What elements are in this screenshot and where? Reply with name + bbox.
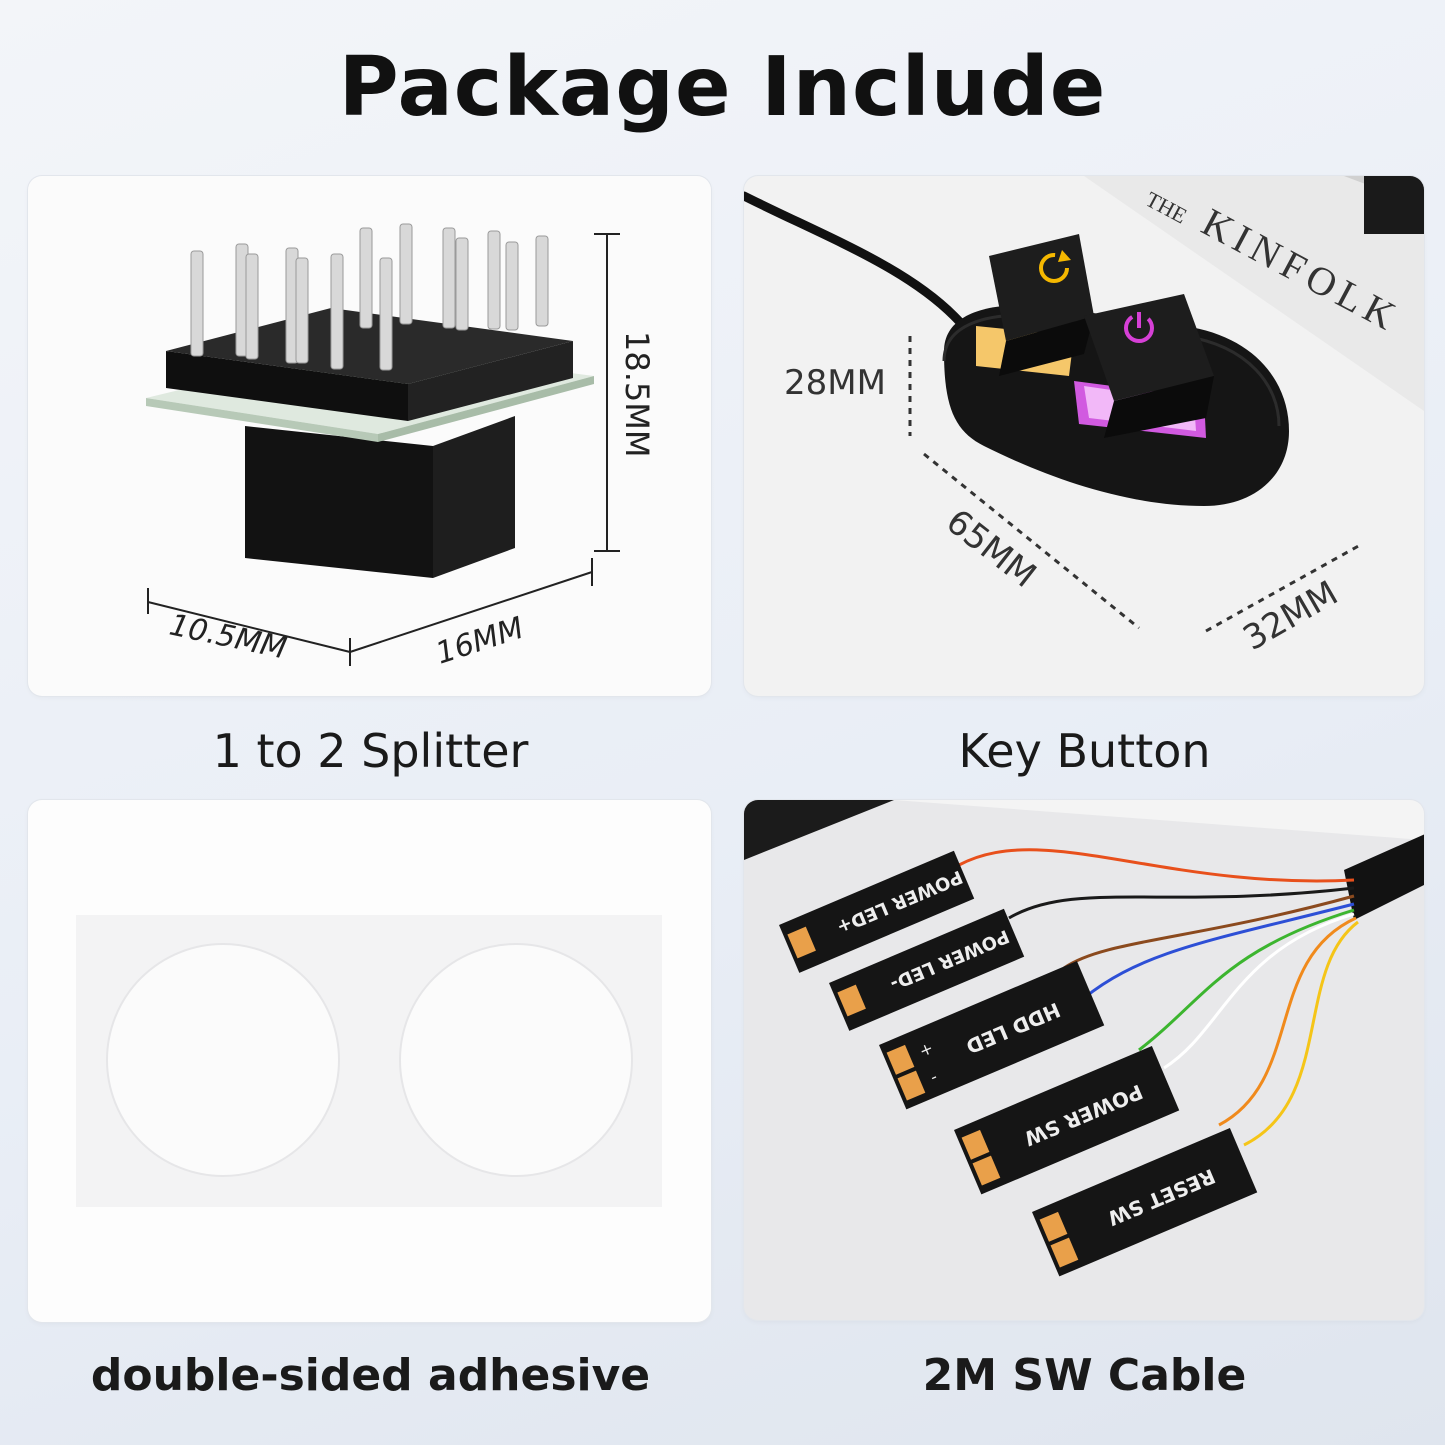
adhesive-pad [399,943,633,1177]
key-height-label: 28MM [784,363,886,403]
restart-icon [1039,250,1071,283]
splitter-illustration: 18.5MM 10.5MM 16MM [146,223,656,672]
cable-illustration: POWER LED+ POWER LED- + - HDD LED POWER … [744,800,1424,1277]
splitter-height-label: 18.5MM [618,331,656,457]
splitter-depth-label: 10.5MM [166,608,289,667]
key-button-panel: THE KINFOLK 28MM 65MM 32M [744,176,1424,696]
adhesive-pad [106,943,340,1177]
splitter-panel: 18.5MM 10.5MM 16MM [28,176,711,696]
cable-caption: 2M SW Cable [922,1350,1247,1401]
splitter-caption: 1 to 2 Splitter [212,724,529,778]
key-button-illustration: THE KINFOLK 28MM 65MM 32M [744,176,1424,659]
adhesive-illustration [76,915,662,1207]
adhesive-panel [28,800,711,1322]
connector-hdd-led: + - HDD LED [879,960,1105,1110]
adhesive-caption: double-sided adhesive [90,1350,651,1401]
key-button-caption: Key Button [958,724,1211,778]
power-icon [1124,312,1154,343]
page-title: Package Include [338,40,1107,135]
cable-panel: POWER LED+ POWER LED- + - HDD LED POWER … [744,800,1424,1320]
key-length-label: 65MM [938,502,1043,596]
key-width-label: 32MM [1237,573,1345,659]
